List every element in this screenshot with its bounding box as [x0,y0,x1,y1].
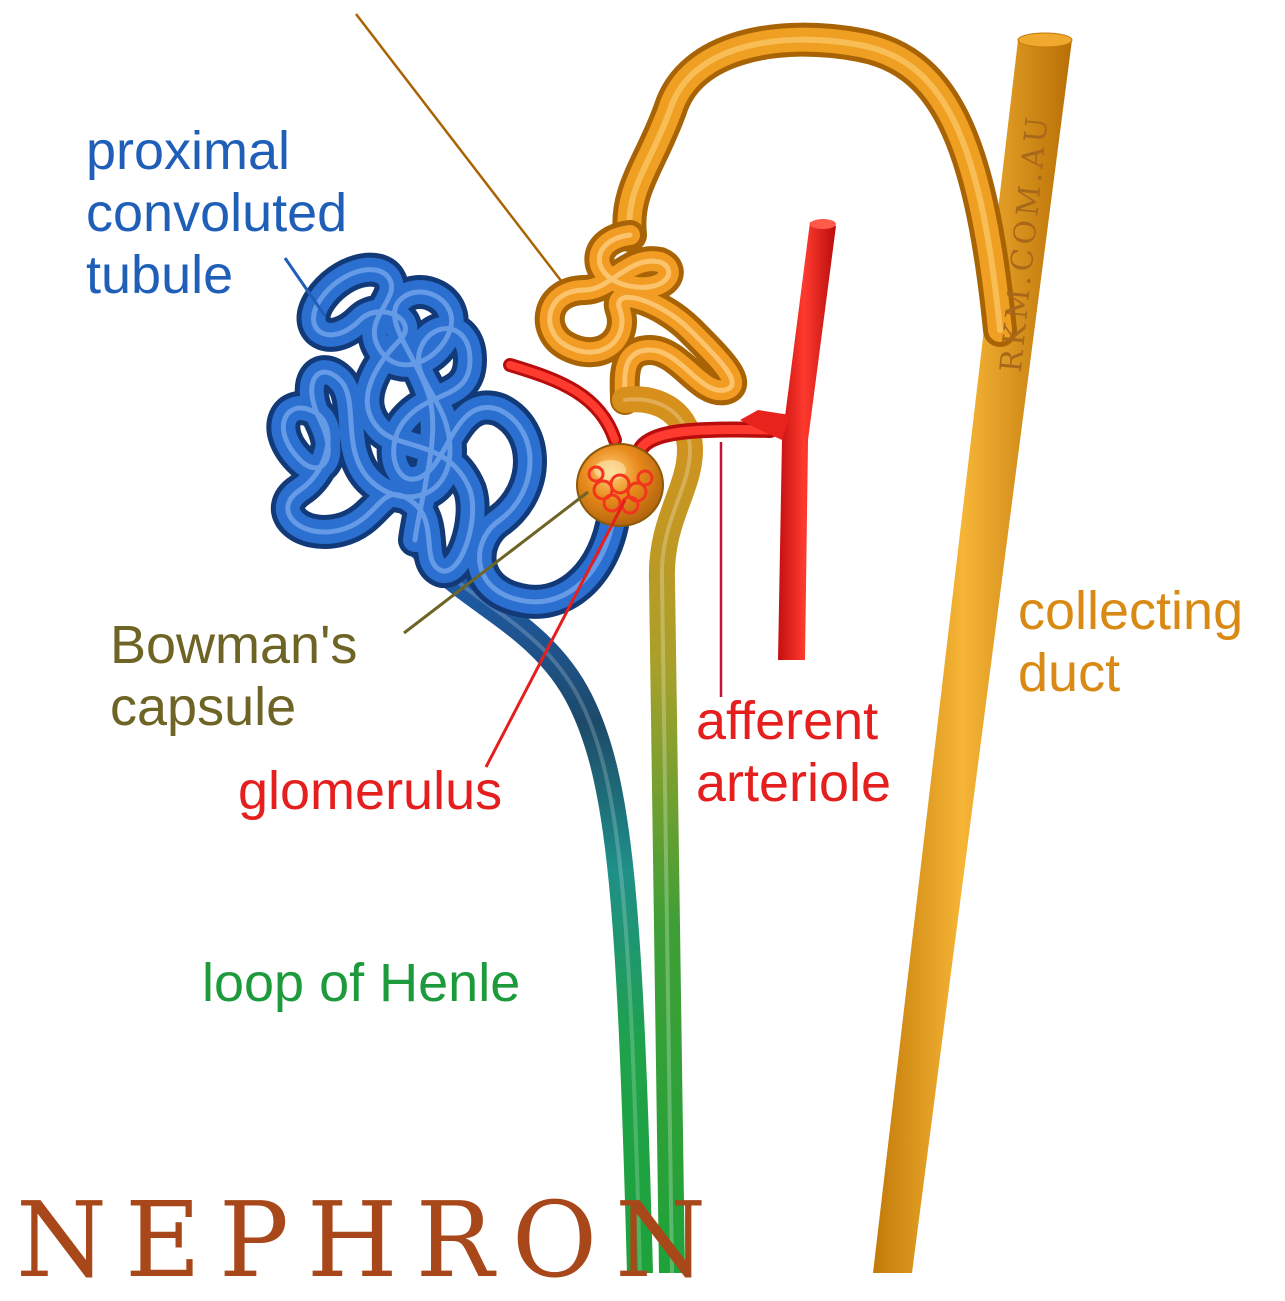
bowmans-capsule [577,444,663,526]
label-collecting-duct: collecting duct [1018,580,1243,704]
label-glomerulus: glomerulus [238,760,502,822]
label-collecting-line-2: duct [1018,642,1243,704]
label-proximal-convoluted-tubule: proximal convoluted tubule [86,120,347,306]
label-bowmans-capsule: Bowman's capsule [110,614,357,738]
afferent-arteriole [640,429,770,450]
label-pct-line-2: convoluted [86,182,347,244]
label-bowman-line-1: Bowman's [110,614,357,676]
label-loop-of-henle: loop of Henle [202,952,520,1014]
distal-convoluted-tubule [550,235,732,400]
label-afferent-line-2: arteriole [696,752,891,814]
label-bowman-line-2: capsule [110,676,357,738]
leader-line-distal [356,14,562,282]
label-pct-line-1: proximal [86,120,347,182]
label-collecting-line-1: collecting [1018,580,1243,642]
label-pct-line-3: tubule [86,244,347,306]
interlobular-artery [740,219,836,660]
diagram-title: NEPHRON [16,1188,724,1292]
descending-limb [415,540,640,1273]
label-afferent-line-1: afferent [696,690,891,752]
label-afferent-arteriole: afferent arteriole [696,690,891,814]
